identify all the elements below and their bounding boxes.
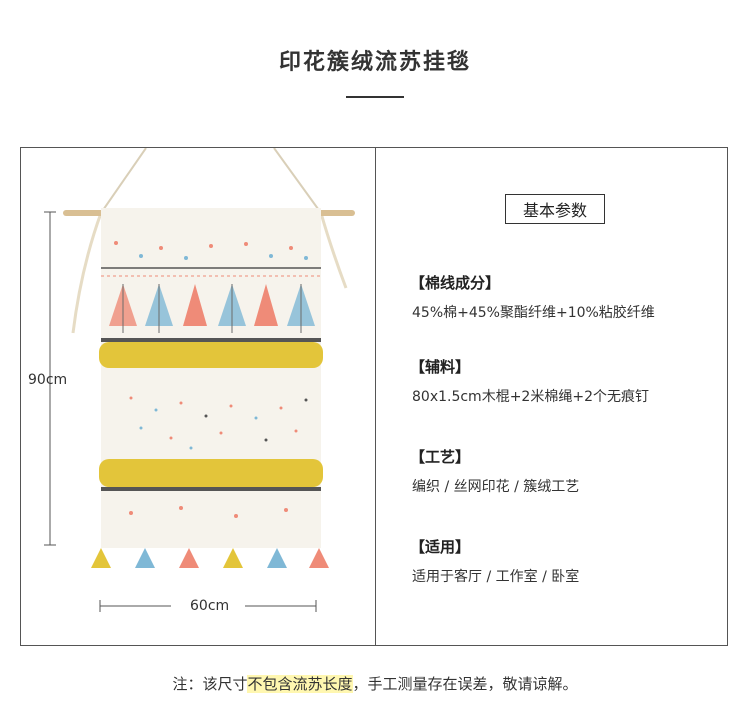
fish-pattern-bottom bbox=[129, 506, 288, 518]
note-suffix: ，手工测量存在误差，敬请谅解。 bbox=[352, 675, 578, 693]
frame-divider bbox=[375, 147, 376, 646]
spec-label-material: 【棉线成分】 bbox=[410, 274, 501, 292]
string-tail-right bbox=[319, 212, 348, 289]
spec-label-usage: 【适用】 bbox=[410, 538, 471, 556]
tree-pattern bbox=[109, 284, 315, 333]
spec-value-usage: 适用于客厅 / 工作室 / 卧室 bbox=[412, 569, 580, 585]
product-frame bbox=[20, 147, 728, 646]
note-highlight: 不包含流苏长度 bbox=[247, 675, 353, 693]
spec-value-material: 45%棉+45%聚酯纤维+10%粘胶纤维 bbox=[412, 305, 655, 321]
string-tail-left bbox=[71, 212, 103, 334]
hanging-string-right bbox=[273, 148, 322, 214]
yellow-tuft-band-bottom bbox=[99, 459, 323, 487]
spec-value-accessories: 80x1.5cm木棍+2米棉绳+2个无痕钉 bbox=[412, 389, 649, 405]
checker-strip-top bbox=[101, 338, 321, 342]
specs-header: 基本参数 bbox=[505, 194, 605, 224]
width-label: 60cm bbox=[190, 598, 230, 614]
checker-strip-bottom bbox=[101, 487, 321, 491]
tapestry-illustration bbox=[44, 148, 355, 612]
title-underline bbox=[346, 96, 404, 98]
page-title: 印花簇绒流苏挂毯 bbox=[278, 50, 471, 75]
fish-pattern-top bbox=[114, 241, 293, 250]
spec-label-craft: 【工艺】 bbox=[410, 448, 471, 466]
height-label: 90cm bbox=[28, 372, 68, 388]
yellow-tuft-band-top bbox=[99, 342, 323, 368]
rug-body bbox=[101, 208, 321, 548]
note-prefix: 注：该尺寸 bbox=[172, 675, 248, 693]
tassels bbox=[91, 548, 329, 568]
spec-value-craft: 编织 / 丝网印花 / 簇绒工艺 bbox=[412, 479, 580, 495]
hanging-string-left bbox=[100, 148, 147, 214]
size-note: 注：该尺寸不包含流苏长度，手工测量存在误差，敬请谅解。 bbox=[0, 673, 750, 694]
spec-label-accessories: 【辅料】 bbox=[410, 358, 471, 376]
dot-pattern-middle bbox=[129, 396, 308, 450]
